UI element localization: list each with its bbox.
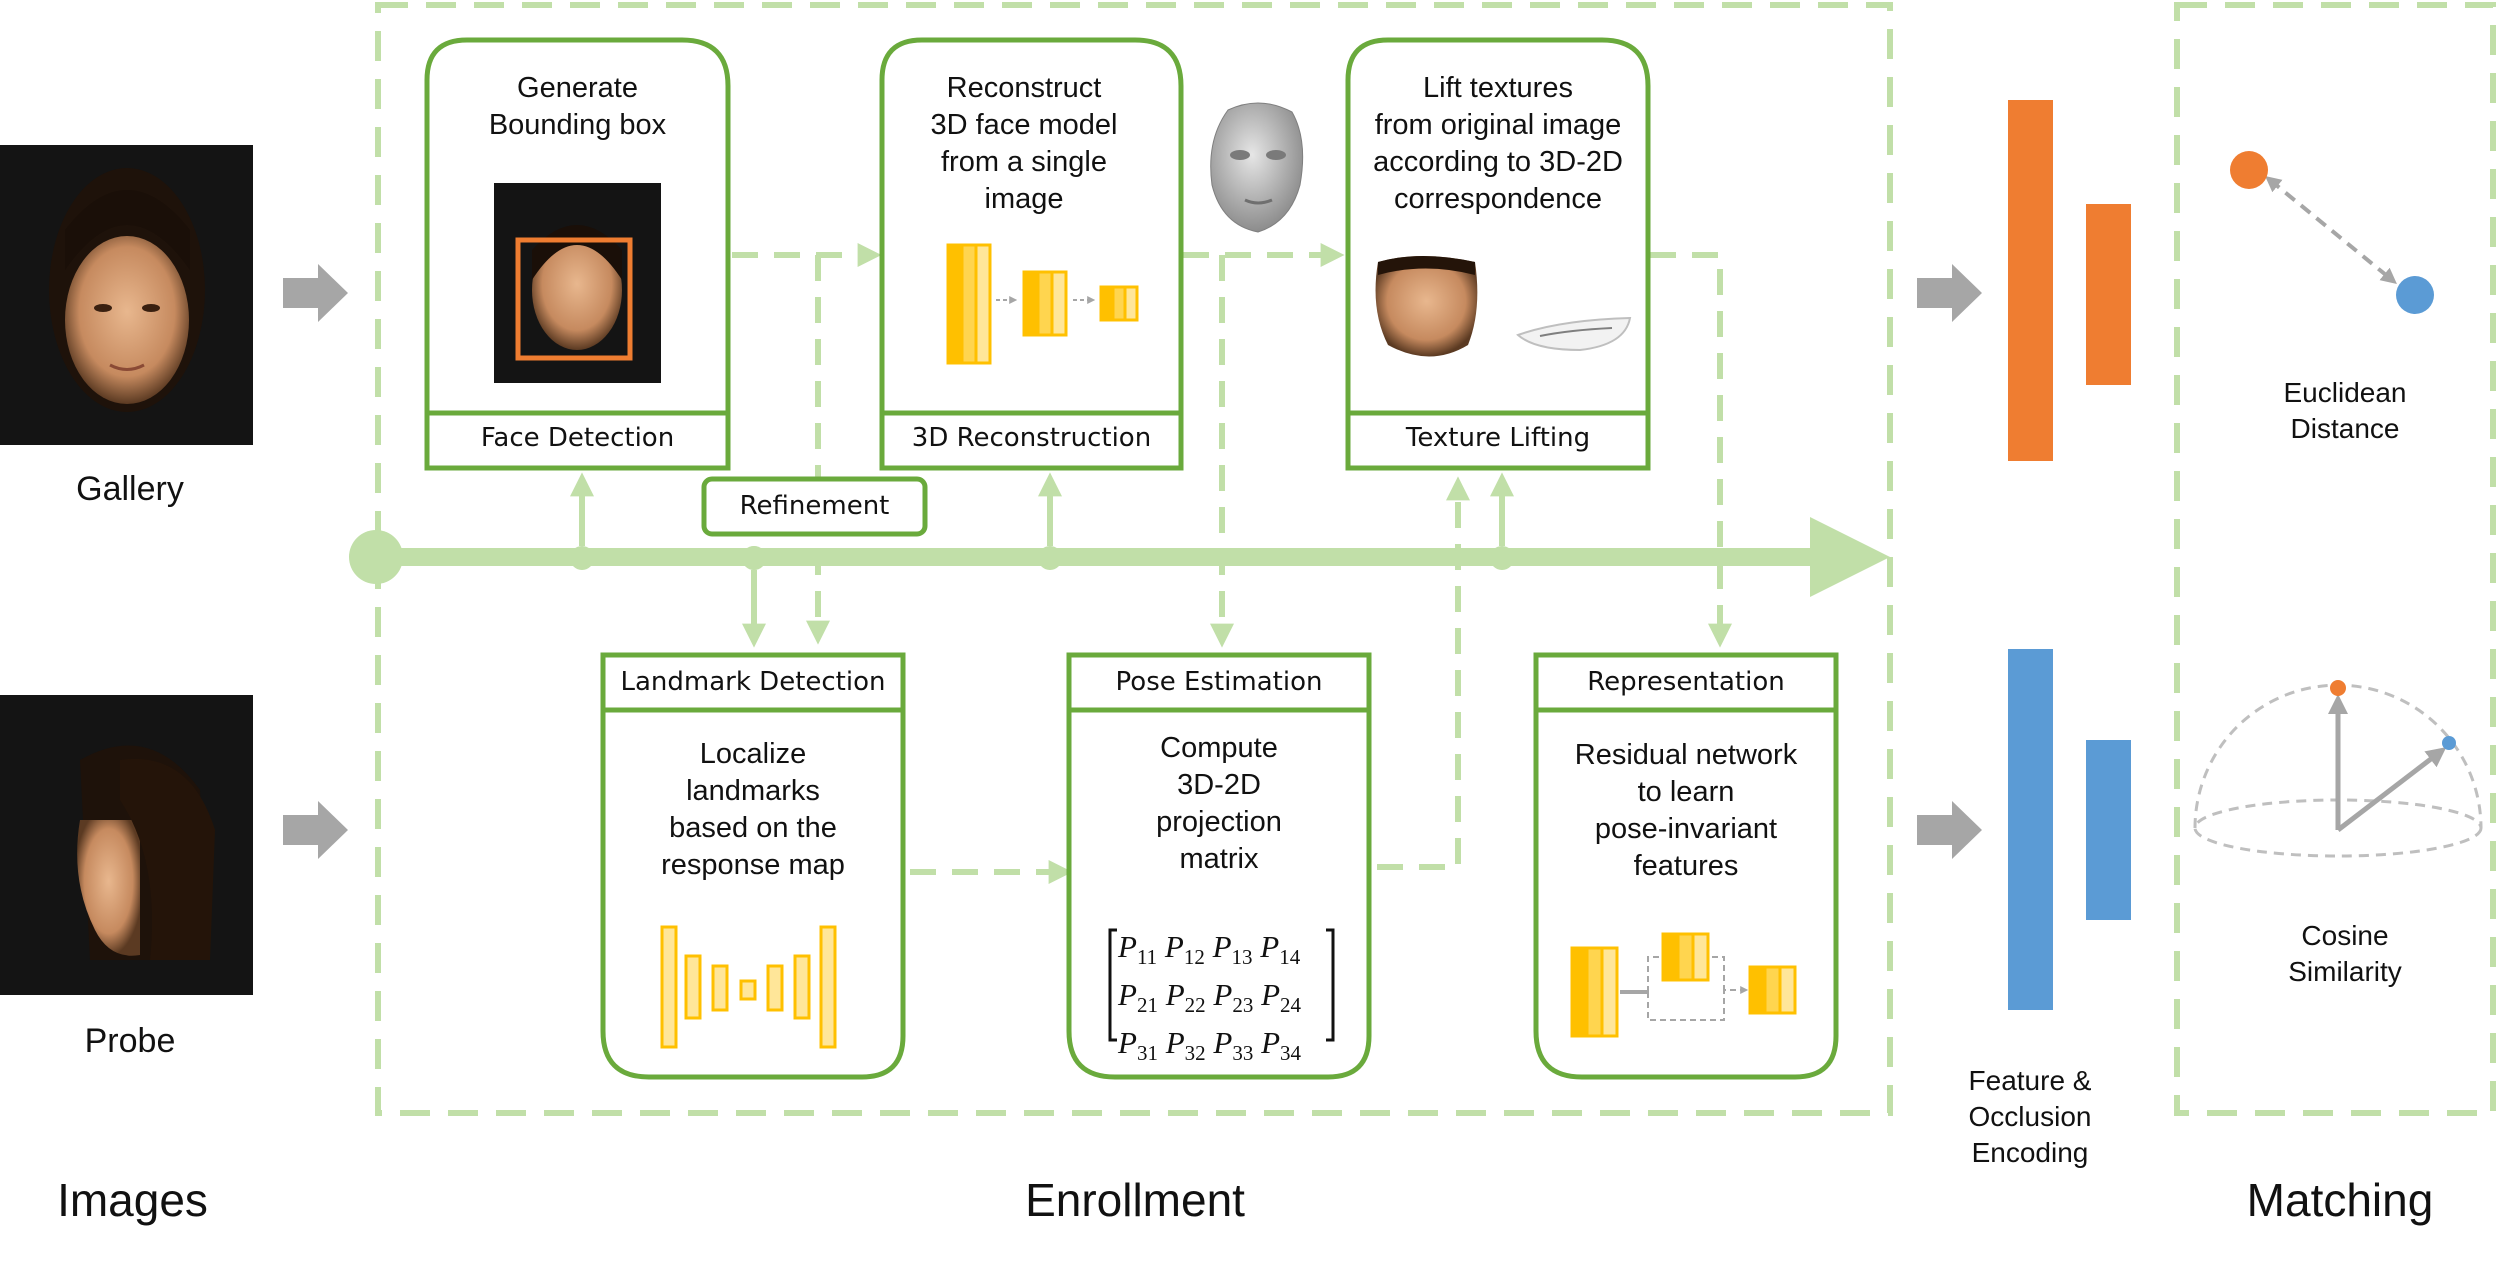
face-detection-tab: Face Detection (480, 423, 675, 453)
pose-estimation-box (1066, 652, 1372, 1080)
solid-connectors (570, 472, 1514, 648)
euclidean-distance-icon (2230, 151, 2434, 314)
gallery-feature-bar-long (2008, 100, 2053, 461)
matrix-row: P31 P32 P33 P34 (1118, 1025, 1301, 1066)
landmark-detection-text: Localize landmarks based on the response… (661, 738, 845, 881)
reconstruction-tab: 3D Reconstruction (911, 423, 1152, 453)
probe-output-arrow (1917, 801, 1982, 859)
bounding-box-thumbnail (494, 183, 661, 383)
gallery-photo (0, 145, 253, 445)
refinement-box (701, 476, 928, 537)
3d-mesh-icon (1210, 102, 1304, 233)
gallery-output-arrow (1917, 264, 1982, 322)
refinement-connector (742, 546, 766, 570)
representation-tab: Representation (1587, 667, 1785, 697)
hourglass-network-icon (660, 925, 837, 1049)
matrix-row: P21 P22 P23 P24 (1118, 977, 1301, 1018)
residual-network-icon (1570, 932, 1797, 1038)
projection-matrix: P11 P12 P13 P14 P21 P22 P23 P24 P31 P32 … (1118, 928, 1332, 1073)
encoding-label: Feature & Occlusion Encoding (1968, 1065, 2092, 1168)
landmark-detection-tab: Landmark Detection (620, 667, 886, 697)
reconstruction-text: Reconstruct 3D face model from a single … (930, 72, 1118, 215)
enrollment-column-title: Enrollment (1025, 1174, 1245, 1226)
cosine-similarity-icon (2193, 680, 2483, 858)
refinement-label: Refinement (739, 491, 890, 521)
dashed-connectors (732, 243, 1732, 884)
pose-estimation-tab: Pose Estimation (1115, 667, 1323, 697)
texture-face-image (1375, 256, 1478, 357)
pose-estimation-text: Compute 3D-2D projection matrix (1156, 732, 1282, 875)
euclidean-label: Euclidean Distance (2283, 377, 2407, 444)
matrix-brackets (1108, 928, 1335, 1042)
gallery-input-arrow (283, 264, 348, 322)
reconstruction-cnn-icon (946, 243, 1139, 365)
texture-lifting-text: Lift textures from original image accord… (1373, 72, 1623, 215)
probe-photo (0, 695, 253, 995)
matrix-row: P11 P12 P13 P14 (1118, 929, 1301, 970)
probe-label: Probe (84, 1022, 176, 1060)
gallery-label: Gallery (76, 470, 184, 508)
probe-feature-bar-short (2086, 740, 2131, 920)
cosine-label: Cosine Similarity (2288, 920, 2402, 987)
texture-lifting-box (1345, 37, 1651, 471)
matching-frame (2174, 2, 2496, 1116)
representation-text: Residual network to learn pose-invariant… (1574, 739, 1798, 882)
images-column-title: Images (57, 1174, 208, 1226)
probe-input-arrow (283, 801, 348, 859)
face-detection-text: Generate Bounding box (488, 72, 667, 141)
matching-column-title: Matching (2246, 1174, 2434, 1226)
gallery-feature-bar-short (2086, 204, 2131, 385)
probe-feature-bar-long (2008, 649, 2053, 1010)
texture-lifting-tab: Texture Lifting (1405, 423, 1591, 453)
occlusion-map-image (1516, 316, 1632, 352)
